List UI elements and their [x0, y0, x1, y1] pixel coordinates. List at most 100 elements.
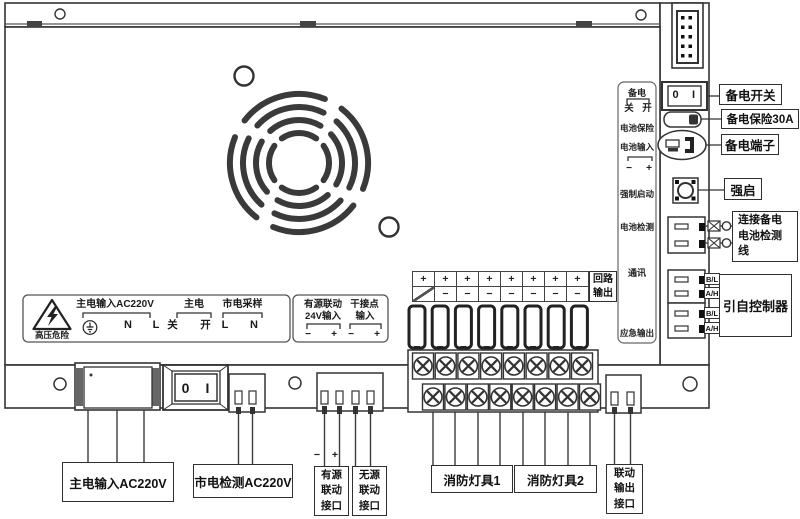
- backup-terminal-oval: [657, 129, 707, 161]
- main-rocker-0: 0: [181, 380, 190, 396]
- loop-minus-cell: −: [500, 287, 522, 301]
- earth-ground-symbol: [82, 320, 98, 335]
- power-entry-module: [74, 362, 161, 411]
- dry-plus: +: [374, 329, 380, 340]
- callout-main-input: 主电输入AC220V: [62, 462, 174, 502]
- dry-contact-sub: 输入: [355, 311, 375, 322]
- mains-sample-l: L: [221, 319, 229, 331]
- battery-minus-label: −: [626, 163, 632, 174]
- main-switch-on: 开: [200, 319, 211, 331]
- backup-rocker-switch: [661, 81, 708, 111]
- screw-holes: [53, 8, 698, 392]
- loop-output-grid: + + + + + + + + − − − − − − −: [412, 271, 589, 302]
- main-switch-title: 主电: [184, 299, 204, 310]
- pin-label-bl-2: B/L: [704, 307, 720, 319]
- chassis: [4, 2, 710, 409]
- active-minus: −: [305, 329, 311, 340]
- battery-input-label: 电池输入: [619, 142, 654, 152]
- loop-minus-cell: −: [566, 287, 588, 301]
- face-hole-1: [233, 65, 255, 87]
- loop-output-label: 回路 输出: [589, 271, 617, 302]
- main-input-n: N: [124, 319, 132, 331]
- ten-pin-connector: [671, 2, 704, 69]
- force-start-label: 强制启动: [619, 189, 654, 199]
- callout-active-interface: 有源 联动 接口: [314, 466, 349, 516]
- backup-label-panel: [617, 81, 657, 344]
- backup-rocker-1: I: [691, 89, 696, 101]
- active-linkage-sub: 24V输入: [305, 311, 341, 322]
- comm-label: 通讯: [627, 268, 646, 278]
- backup-off-label: 关: [624, 103, 634, 114]
- backup-label: 备电: [627, 88, 646, 98]
- callout-backup-terminal: 备电端子: [721, 134, 779, 155]
- loop-blank-cell: [413, 287, 434, 301]
- callout-connect-backup: 连接备电 电池检测 线: [732, 211, 798, 262]
- callout-backup-switch: 备电开关: [719, 84, 782, 105]
- loop-minus-cell: −: [456, 287, 478, 301]
- loop-plus-cell: +: [566, 272, 588, 286]
- dry-contact-title: 干接点: [350, 299, 379, 310]
- top-flange: [4, 2, 661, 28]
- hv-warning-triangle: [32, 298, 72, 331]
- wires: [87, 410, 632, 467]
- dry-minus: −: [348, 329, 354, 340]
- linkage-output-connector: [605, 374, 642, 414]
- apron-hole-1: [53, 377, 67, 391]
- main-rocker-1: I: [205, 380, 210, 396]
- callout-lamp-1: 消防灯具1: [431, 465, 513, 493]
- callout-from-controller: 引自控制器: [719, 274, 792, 337]
- loop-minus-cell: −: [522, 287, 544, 301]
- pin-label-ah-1: A/H: [704, 287, 720, 299]
- comm-connector-2: [667, 302, 706, 339]
- apron-hole-3: [682, 376, 698, 392]
- callout-passive-interface: 无源 联动 接口: [352, 466, 387, 516]
- backup-on-label: 开: [642, 103, 652, 114]
- active-if-plus: +: [331, 449, 339, 461]
- flange-tabs: [27, 21, 592, 27]
- mains-sample-n: N: [250, 319, 258, 331]
- active-linkage-title: 有源联动: [303, 299, 342, 310]
- main-switch-off: 关: [167, 319, 178, 331]
- battery-detect-lugs: [707, 220, 732, 249]
- loop-plus-cell: +: [478, 272, 500, 286]
- terminal-screw-strip: [407, 349, 602, 413]
- mains-detect-connector: [228, 373, 266, 414]
- loop-plus-cell: +: [544, 272, 566, 286]
- power-label-panel: [22, 294, 291, 343]
- pin-label-bl-1: B/L: [704, 273, 720, 285]
- force-start-button: [672, 177, 699, 204]
- emergency-output-label: 应急输出: [619, 328, 654, 338]
- battery-fuse-label: 电池保险: [619, 123, 654, 133]
- loop-plus-cell: +: [434, 272, 456, 286]
- loop-plus-cell: +: [522, 272, 544, 286]
- callout-mains-detect: 市电检测AC220V: [193, 464, 293, 498]
- backup-rocker-0: 0: [672, 89, 679, 101]
- linkage-label-panel: [292, 294, 389, 343]
- loop-plus-cell: +: [500, 272, 522, 286]
- loop-output-plus-row: + + + + + + + +: [413, 272, 588, 286]
- active-if-minus: −: [313, 449, 321, 461]
- loop-minus-cell: −: [434, 287, 456, 301]
- callout-lamp-2: 消防灯具2: [514, 465, 597, 493]
- mains-sample-title: 市电采样: [222, 299, 263, 310]
- hv-warning-label: 高压危险: [34, 330, 69, 340]
- battery-plus-label: +: [646, 163, 652, 174]
- linkage-input-connector: [316, 372, 384, 414]
- callout-backup-fuse: 备电保险30A: [721, 109, 799, 129]
- loop-output-minus-row: − − − − − − −: [413, 286, 588, 301]
- callout-linkage-output: 联动 输出 接口: [606, 464, 643, 514]
- main-rocker-switch: [162, 364, 229, 411]
- backup-fuse-holder: [663, 111, 702, 128]
- face-hole-2: [378, 216, 400, 238]
- pin-label-ah-2: A/H: [704, 322, 720, 334]
- label-brackets: [82, 98, 653, 329]
- loop-plus-cell: +: [456, 272, 478, 286]
- comm-connector-1: [667, 269, 706, 304]
- main-input-title: 主电输入AC220V: [76, 299, 154, 310]
- battery-detect-label: 电池检测: [619, 222, 654, 232]
- active-plus: +: [331, 329, 337, 340]
- callout-force-start: 强启: [724, 178, 762, 200]
- flange-hole-left: [54, 8, 66, 20]
